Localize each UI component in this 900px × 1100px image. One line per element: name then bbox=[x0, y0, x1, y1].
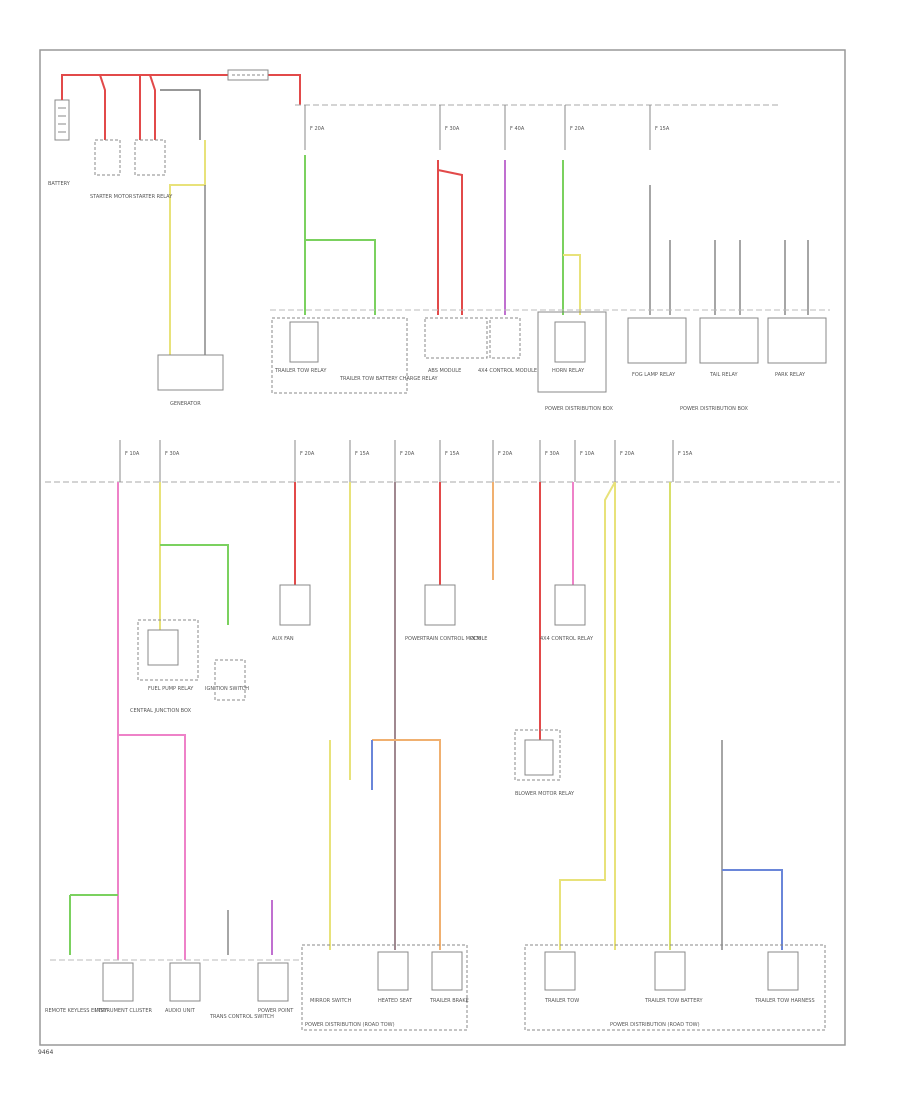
top-component-boxes bbox=[271, 311, 827, 394]
label-cluster: INSTRUMENT CLUSTER bbox=[95, 1008, 153, 1014]
label-power-point: POWER POINT bbox=[258, 1008, 294, 1014]
fuse-label: F 10A bbox=[125, 451, 140, 457]
top-fuse-taps bbox=[304, 105, 651, 150]
label-trailer-charge-relay: TRAILER TOW BATTERY CHARGE RELAY bbox=[339, 376, 439, 382]
wire-pink-branch bbox=[118, 734, 186, 960]
starter-wire bbox=[99, 74, 106, 140]
mid-component-labels: FUEL PUMP RELAY IGNITION SWITCH AUX FAN … bbox=[148, 636, 594, 797]
starter-relay-box bbox=[134, 139, 166, 176]
fuse-label: F 20A bbox=[620, 451, 635, 457]
label-horn: HORN RELAY bbox=[552, 368, 585, 374]
fuse-label: F 20A bbox=[400, 451, 415, 457]
label-trailer-battery: TRAILER TOW BATTERY bbox=[644, 998, 704, 1004]
fuse-label: F 30A bbox=[545, 451, 560, 457]
mid-component-boxes bbox=[137, 584, 586, 781]
label-pcm: PCM bbox=[470, 636, 481, 642]
label-road-tow-right: POWER DISTRIBUTION (ROAD TOW) bbox=[610, 1022, 700, 1028]
fuse-label: F 15A bbox=[655, 126, 670, 132]
relay-wires-top bbox=[649, 185, 809, 315]
label-trans-switch: TRANS CONTROL SWITCH bbox=[209, 1014, 274, 1020]
fuse-label-group: F 20A F 30A F 40A F 20A F 15A F 10A F 30… bbox=[125, 126, 693, 457]
wire-blue-trailer bbox=[722, 869, 783, 950]
label-starter-relay: STARTER RELAY bbox=[133, 194, 173, 200]
label-abs: ABS MODULE bbox=[428, 368, 461, 374]
fuse-label: F 30A bbox=[165, 451, 180, 457]
wire-green-ign bbox=[160, 544, 229, 625]
label-mirror: MIRROR SWITCH bbox=[310, 998, 352, 1004]
label-4x4: 4X4 CONTROL MODULE bbox=[478, 368, 537, 374]
label-ignition: IGNITION SWITCH bbox=[205, 686, 249, 692]
bottom-component-boxes bbox=[102, 944, 826, 1031]
wire-horn-y bbox=[563, 254, 581, 315]
label-pdb-left: POWER DISTRIBUTION BOX bbox=[545, 406, 613, 412]
label-4x4-relay: 4X4 CONTROL RELAY bbox=[540, 636, 594, 642]
fusible-link bbox=[227, 69, 269, 81]
label-starter-motor: STARTER MOTOR bbox=[90, 194, 133, 200]
label-park: PARK RELAY bbox=[775, 372, 806, 378]
label-trailer-tow: TRAILER TOW bbox=[544, 998, 579, 1004]
fuse-label: F 40A bbox=[510, 126, 525, 132]
label-fog: FOG LAMP RELAY bbox=[632, 372, 676, 378]
starter-relay-wire-2 bbox=[149, 74, 156, 140]
fuse-label: F 20A bbox=[300, 451, 315, 457]
label-powertrain: POWERTRAIN CONTROL MODULE bbox=[405, 636, 487, 642]
label-central-junction: CENTRAL JUNCTION BOX bbox=[130, 708, 192, 714]
label-pdb-right: POWER DISTRIBUTION BOX bbox=[680, 406, 748, 412]
label-fuel-pump: FUEL PUMP RELAY bbox=[148, 686, 194, 692]
wire-orange-2 bbox=[372, 739, 441, 950]
label-road-tow-left: POWER DISTRIBUTION (ROAD TOW) bbox=[305, 1022, 395, 1028]
label-blower: BLOWER MOTOR RELAY bbox=[515, 791, 575, 797]
fuse-label: F 10A bbox=[580, 451, 595, 457]
label-battery: BATTERY bbox=[48, 181, 71, 187]
page-id: 9464 bbox=[38, 1049, 53, 1056]
fuse-label: F 30A bbox=[445, 126, 460, 132]
label-aux-fan: AUX FAN bbox=[272, 636, 294, 642]
label-tail: TAIL RELAY bbox=[709, 372, 739, 378]
mid-fuse-taps bbox=[119, 440, 674, 482]
generator-box bbox=[157, 354, 224, 391]
starter-motor-box bbox=[94, 139, 121, 176]
wire-trailer-charge bbox=[305, 239, 376, 315]
fuse-label: F 15A bbox=[355, 451, 370, 457]
label-generator: GENERATOR bbox=[170, 401, 201, 407]
diagram-border bbox=[39, 49, 846, 1046]
bottom-component-labels: REMOTE KEYLESS ENTRY INSTRUMENT CLUSTER … bbox=[45, 998, 815, 1020]
battery-symbol bbox=[54, 99, 70, 141]
top-component-labels: BATTERY STARTER MOTOR STARTER RELAY GENE… bbox=[48, 181, 806, 407]
label-trailer-harness: TRAILER TOW HARNESS bbox=[754, 998, 815, 1004]
label-rke: REMOTE KEYLESS ENTRY bbox=[45, 1008, 108, 1014]
fuse-label: F 20A bbox=[498, 451, 513, 457]
label-audio: AUDIO UNIT bbox=[165, 1008, 196, 1014]
generator-yellow-wire bbox=[169, 140, 206, 355]
main-feed-wire bbox=[61, 74, 301, 105]
starter-relay-ground bbox=[160, 89, 201, 140]
fuse-label: F 15A bbox=[678, 451, 693, 457]
label-trailer-brake: TRAILER BRAKE bbox=[429, 998, 469, 1004]
fuse-label: F 20A bbox=[310, 126, 325, 132]
wire-abs-2 bbox=[437, 169, 463, 315]
fuse-label: F 15A bbox=[445, 451, 460, 457]
fuse-label: F 20A bbox=[570, 126, 585, 132]
label-heated-seat: HEATED SEAT bbox=[378, 998, 413, 1004]
label-trailer-tow-relay: TRAILER TOW RELAY bbox=[274, 368, 327, 374]
wire-yellow-mirror bbox=[559, 481, 616, 950]
